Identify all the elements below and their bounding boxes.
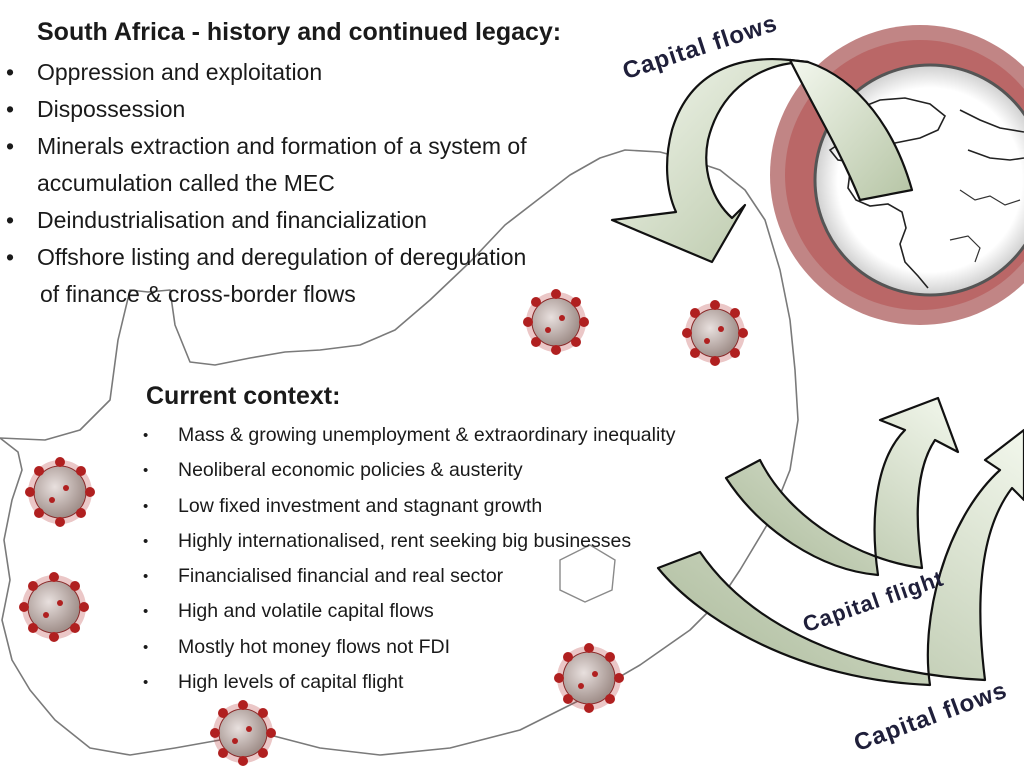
capital-flows-in-arrow bbox=[610, 58, 914, 264]
legacy-item-text: Oppression and exploitation bbox=[37, 59, 323, 85]
legacy-bullet-list: • Oppression and exploitation • Dispossessi… bbox=[0, 54, 527, 313]
context-item: • High and volatile capital flows bbox=[140, 594, 676, 629]
context-item: • Financialised financial and real sector bbox=[140, 559, 676, 594]
bullet-dot: • bbox=[143, 497, 149, 515]
bullet-dot: • bbox=[143, 638, 149, 656]
legacy-item-text: Minerals extraction and formation of a s… bbox=[37, 133, 527, 159]
coronavirus-icon bbox=[523, 289, 589, 355]
legacy-heading: South Africa - history and continued leg… bbox=[37, 18, 562, 46]
bullet-dot: • bbox=[143, 603, 149, 621]
legacy-item: • Dispossession bbox=[0, 91, 527, 128]
bullet-dot: • bbox=[143, 568, 149, 586]
coronavirus-cluster bbox=[19, 289, 748, 766]
legacy-item: • Offshore listing and deregulation of de… bbox=[0, 239, 527, 313]
bullet-dot: • bbox=[143, 674, 149, 692]
bullet-dot: • bbox=[6, 96, 15, 122]
bullet-dot: • bbox=[6, 244, 15, 270]
context-item-text: High levels of capital flight bbox=[178, 671, 404, 694]
coronavirus-icon bbox=[25, 457, 95, 527]
coronavirus-icon bbox=[554, 643, 624, 713]
legacy-item: • Oppression and exploitation bbox=[0, 54, 527, 91]
context-item: • Neoliberal economic policies & austerit… bbox=[140, 453, 676, 488]
coronavirus-icon bbox=[210, 700, 276, 766]
lesotho-outline bbox=[559, 544, 616, 603]
coronavirus-icon bbox=[19, 572, 89, 642]
context-item: • Highly internationalised, rent seeking … bbox=[140, 524, 676, 559]
legacy-item: • Minerals extraction and formation of a … bbox=[0, 128, 527, 202]
bullet-dot: • bbox=[143, 427, 149, 444]
context-item: • High levels of capital flight bbox=[140, 665, 676, 700]
context-item: • Mostly hot money flows not FDI bbox=[140, 630, 676, 665]
context-item-text: Mass & growing unemployment & extraordin… bbox=[178, 424, 676, 446]
coronavirus-icon bbox=[682, 300, 748, 366]
legacy-item: • Deindustrialisation and financializatio… bbox=[0, 202, 527, 239]
legacy-item-text: Dispossession bbox=[37, 96, 186, 122]
current-context-heading: Current context: bbox=[146, 382, 341, 410]
bullet-dot: • bbox=[6, 207, 15, 233]
context-item-text: Low fixed investment and stagnant growth bbox=[178, 494, 543, 517]
bullet-dot: • bbox=[143, 462, 149, 480]
bullet-dot: • bbox=[6, 59, 15, 85]
context-item-text: High and volatile capital flows bbox=[178, 600, 434, 623]
context-item-text: Financialised financial and real sector bbox=[178, 565, 504, 588]
bullet-dot: • bbox=[6, 133, 15, 159]
context-item-text: Mostly hot money flows not FDI bbox=[178, 635, 451, 658]
legacy-item-text: Deindustrialisation and financialization bbox=[37, 207, 427, 233]
current-context-bullet-list: • Mass & growing unemployment & extraordi… bbox=[140, 418, 676, 700]
legacy-item-continuation: of finance & cross-border flows bbox=[40, 281, 356, 307]
south-africa-map-outline bbox=[0, 149, 799, 756]
legacy-item-text: Offshore listing and deregulation of der… bbox=[37, 244, 527, 270]
capital-flight-arrows bbox=[656, 396, 1024, 687]
context-item: • Mass & growing unemployment & extraordi… bbox=[140, 418, 676, 453]
legacy-item-continuation: accumulation called the MEC bbox=[37, 170, 335, 196]
context-item-text: Neoliberal economic policies & austerity bbox=[178, 459, 523, 482]
bullet-dot: • bbox=[143, 532, 149, 550]
context-item-text: Highly internationalised, rent seeking b… bbox=[178, 529, 632, 552]
context-item: • Low fixed investment and stagnant growt… bbox=[140, 489, 676, 524]
